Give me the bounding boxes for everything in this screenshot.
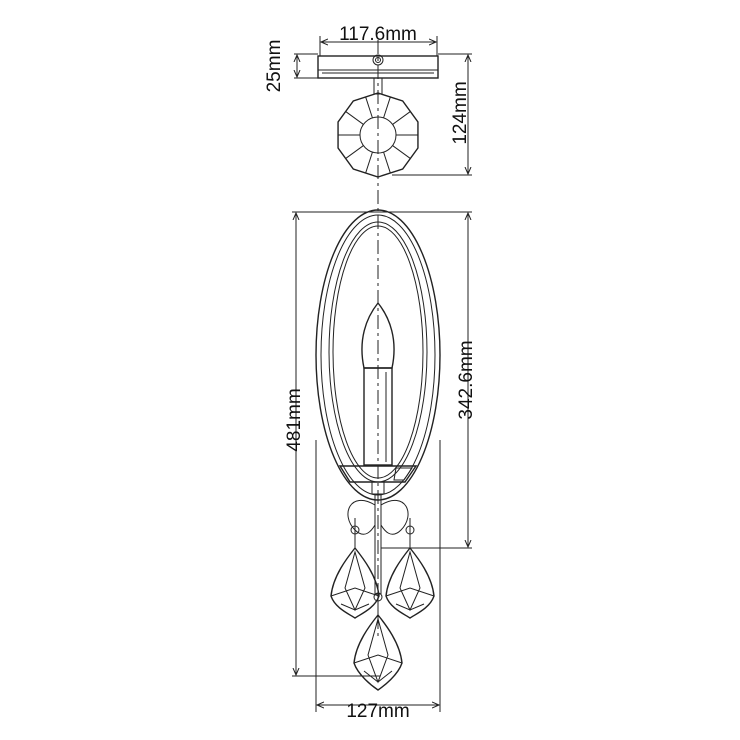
crystal-drop <box>330 518 380 619</box>
dim-overall-height: 481mm <box>284 388 305 451</box>
decagon-mount <box>337 92 419 178</box>
dim-overall-width: 127mm <box>346 701 409 722</box>
crystal-drops <box>330 518 435 691</box>
dim-backplate-width: 117.6mm <box>339 24 417 45</box>
crystal-drop <box>385 518 435 619</box>
dim-backplate-height: 124mm <box>450 81 471 144</box>
candle <box>338 301 418 595</box>
dim-candle-height: 342.6mm <box>456 340 477 419</box>
crystal-drop <box>353 585 403 691</box>
backplate-top-view <box>317 54 439 95</box>
dim-backplate-depth: 25mm <box>264 40 285 93</box>
